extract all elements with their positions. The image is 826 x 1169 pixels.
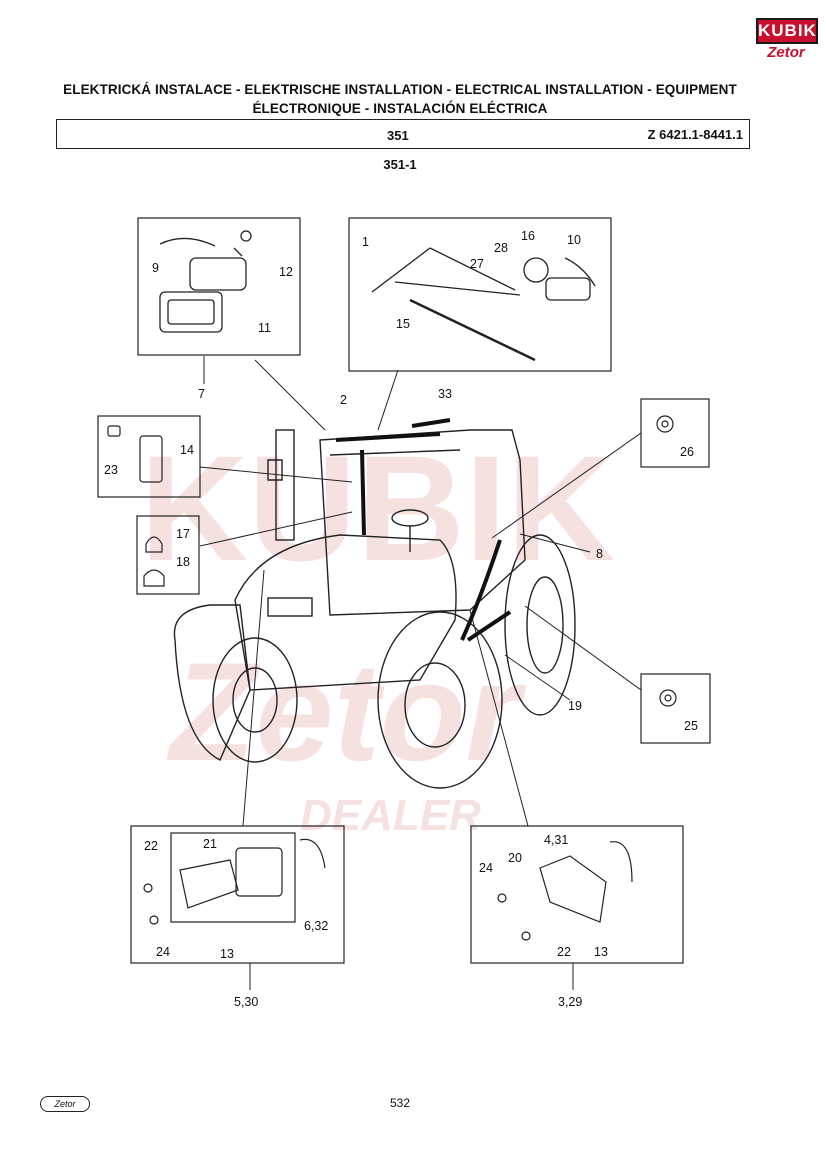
- callout-22-right: 22: [557, 945, 571, 959]
- callout-13-right: 13: [594, 945, 608, 959]
- callout-6-32: 6,32: [304, 919, 328, 933]
- callout-3-29: 3,29: [558, 995, 582, 1009]
- callout-2: 2: [340, 393, 347, 407]
- grommets-drawing: [656, 415, 677, 707]
- callout-28: 28: [494, 241, 508, 255]
- callout-25: 25: [684, 719, 698, 733]
- box-lamp-14: [97, 415, 201, 498]
- callout-labels: 1 2 8 9 10 11 12 13 13 14 15 16 17 18 19…: [104, 229, 698, 1009]
- callout-12: 12: [279, 265, 293, 279]
- work-light-drawing: [159, 230, 252, 333]
- box-grommet-26: [640, 398, 710, 468]
- wiring-harness: [335, 418, 512, 642]
- callout-26: 26: [680, 445, 694, 459]
- group-header-box: 351 Z 6421.1-8441.1: [56, 119, 750, 149]
- callout-15: 15: [396, 317, 410, 331]
- watermark-dealer: DEALER: [300, 791, 481, 840]
- callout-23: 23: [104, 463, 118, 477]
- watermark-kubik: KUBIK: [140, 424, 615, 592]
- callout-9: 9: [152, 261, 159, 275]
- box-grommet-25: [640, 673, 711, 744]
- model-range: Z 6421.1-8441.1: [647, 127, 743, 142]
- callout-27: 27: [470, 257, 484, 271]
- callout-11: 11: [258, 321, 271, 335]
- box-work-light: [137, 217, 301, 356]
- box-left-light-inner: [170, 832, 296, 923]
- left-light-drawing: [143, 838, 326, 925]
- callout-10: 10: [567, 233, 581, 247]
- logo-zetor-text: Zetor: [767, 44, 805, 61]
- group-number: 351: [387, 128, 409, 143]
- logo-kubik-text: KUBIK: [756, 18, 818, 44]
- callout-24-right: 24: [479, 861, 493, 875]
- callout-22-left: 22: [144, 839, 158, 853]
- watermark-zetor: Zetor: [166, 633, 527, 790]
- callout-14: 14: [180, 443, 194, 457]
- box-wiper: [348, 217, 612, 372]
- page-title-line2: ÉLECTRONIQUE - INSTALACIÓN ELÉCTRICA: [252, 101, 548, 116]
- callout-1: 1: [362, 235, 369, 249]
- callout-16: 16: [521, 229, 535, 243]
- tractor-drawing: [173, 429, 576, 789]
- lamp-14-drawing: [107, 425, 163, 483]
- callout-20: 20: [508, 851, 522, 865]
- callout-5-30: 5,30: [234, 995, 258, 1009]
- callout-24-left: 24: [156, 945, 170, 959]
- callout-21: 21: [203, 837, 217, 851]
- bulbs-drawing: [143, 536, 165, 587]
- callout-33: 33: [438, 387, 452, 401]
- watermark: KUBIK Zetor DEALER: [140, 424, 615, 840]
- callout-8: 8: [596, 547, 603, 561]
- footer-zetor-logo: Zetor: [40, 1096, 90, 1112]
- box-bulbs-17-18: [136, 515, 200, 595]
- page-number: 532: [389, 1096, 411, 1110]
- right-light-drawing: [497, 841, 633, 941]
- callout-18: 18: [176, 555, 190, 569]
- kubik-zetor-logo: KUBIK Zetor: [752, 14, 818, 64]
- callout-13-left: 13: [220, 947, 234, 961]
- page-title-line1: ELEKTRICKÁ INSTALACE - ELEKTRISCHE INSTA…: [63, 82, 737, 97]
- box-left-light: [130, 825, 345, 964]
- callout-7: 7: [198, 387, 205, 401]
- box-right-light: [470, 825, 684, 964]
- callout-19: 19: [568, 699, 582, 713]
- wiper-drawing: [371, 247, 596, 362]
- callout-17: 17: [176, 527, 190, 541]
- callout-4-31: 4,31: [544, 833, 568, 847]
- subgroup-number: 351-1: [383, 157, 417, 172]
